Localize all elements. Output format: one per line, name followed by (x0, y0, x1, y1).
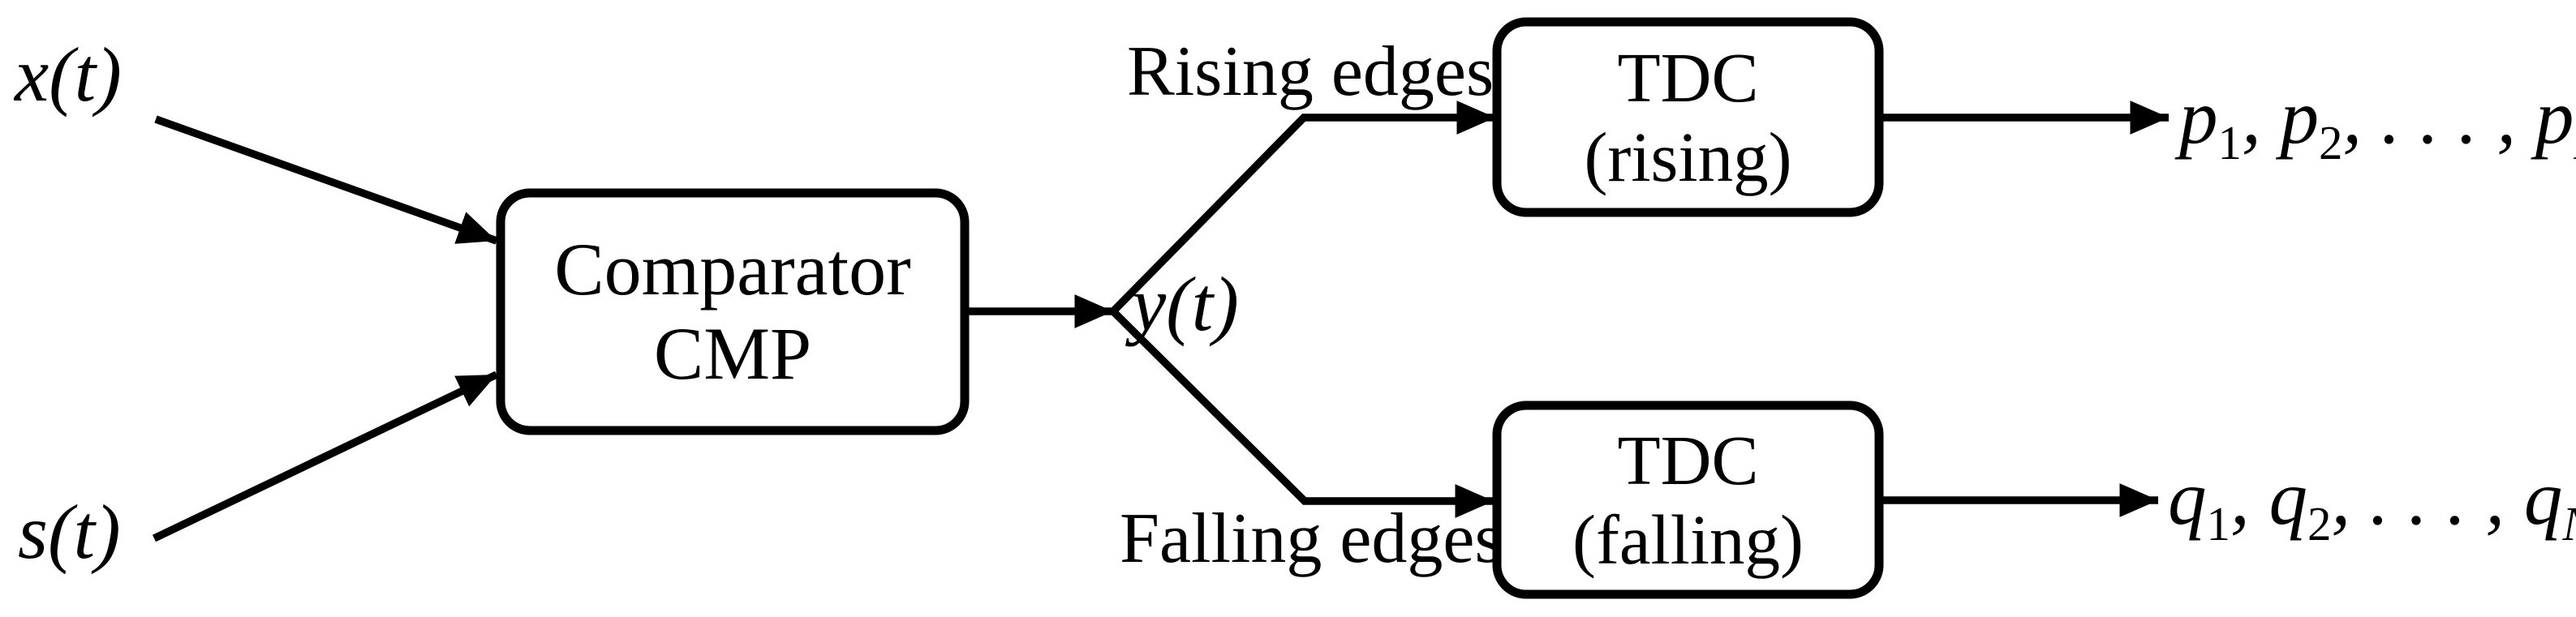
input-label-s: s(t) (18, 489, 121, 575)
signal-label-y: y(t) (1132, 261, 1239, 347)
arrow-x-input (154, 115, 498, 245)
output-label-p-sequence: p1, p2, . . . , pN (2179, 74, 2576, 169)
output-label-q-sequence: q1, q2, . . . , qN (2168, 455, 2576, 551)
tdc-falling-label-line1: TDC (1617, 421, 1759, 500)
tdc-falling-label: TDC (falling) (1497, 405, 1879, 594)
comparator-label-line2: CMP (653, 311, 812, 395)
rising-edges-label: Rising edges (1127, 32, 1494, 111)
arrow-s-input (152, 371, 499, 542)
tdc-rising-label: TDC (rising) (1497, 22, 1879, 212)
falling-edges-label: Falling edges (1120, 499, 1503, 578)
tdc-rising-label-line2: (rising) (1584, 117, 1792, 196)
input-label-x: x(t) (15, 32, 122, 118)
comparator-label: Comparator CMP (501, 193, 965, 431)
tdc-rising-label-line1: TDC (1617, 38, 1759, 118)
comparator-label-line1: Comparator (554, 227, 911, 311)
arrow-rising-branch (1110, 101, 1495, 315)
arrow-falling-branch (1110, 308, 1494, 518)
tdc-falling-label-line2: (falling) (1572, 499, 1804, 579)
